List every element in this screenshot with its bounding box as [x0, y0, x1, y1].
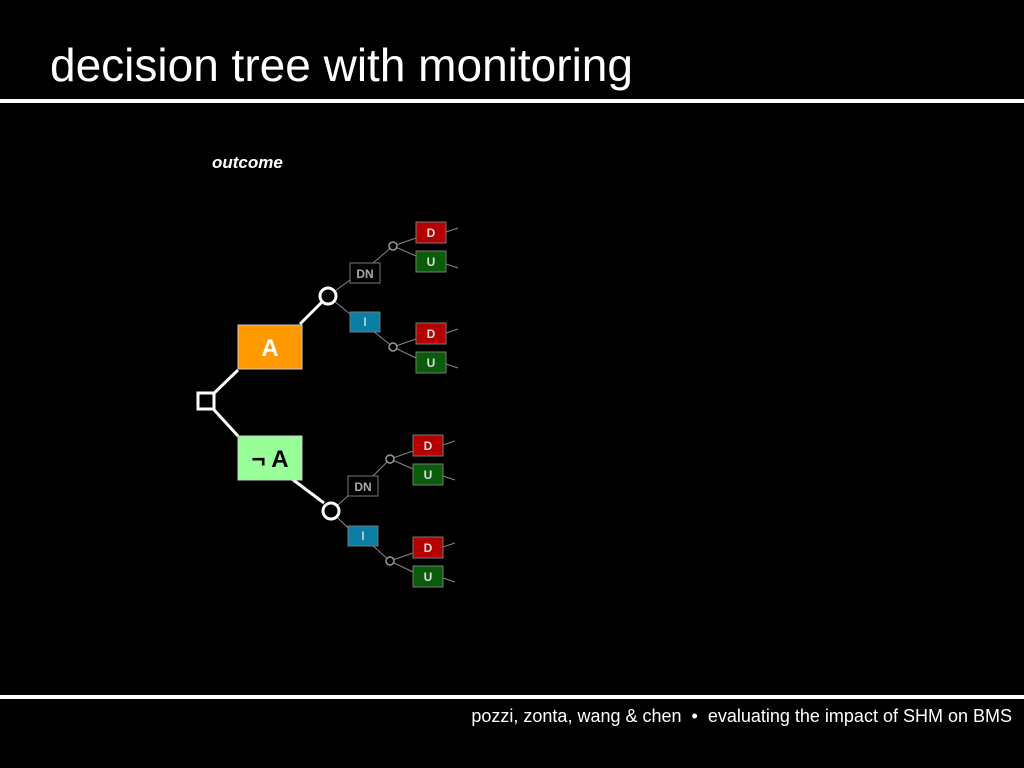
outcome-u-label: U	[427, 255, 436, 269]
outcome-d-label: D	[424, 541, 433, 555]
title-divider	[0, 99, 1024, 103]
branch-a-i-box	[349, 311, 381, 333]
footer-authors: pozzi, zonta, wang & chen	[471, 706, 682, 726]
chance-node-not-a	[321, 501, 341, 521]
outcome-u-label: U	[424, 570, 433, 584]
outcome-d-box	[412, 434, 444, 457]
outcome-tail	[445, 363, 459, 369]
outcome-chance-node	[388, 241, 398, 251]
outcome-u-box	[412, 565, 444, 588]
outcome-chance-node	[388, 342, 398, 352]
branch-a-i-label: I	[363, 315, 366, 329]
outcome-tail	[445, 227, 459, 233]
action-not-a-box	[237, 435, 303, 481]
outcome-d-label: D	[427, 327, 436, 341]
footer-talk-title: evaluating the impact of SHM on BMS	[707, 706, 1012, 726]
action-not-a-label: ¬ A	[251, 446, 288, 473]
branch-not-a-dn-box	[347, 475, 379, 497]
outcome-column-label: outcome	[212, 153, 283, 172]
outcome-tail	[442, 577, 456, 583]
outcome-u-label: U	[427, 356, 436, 370]
root-decision-node	[196, 391, 216, 411]
action-a-box	[237, 324, 303, 370]
outcome-d-box	[415, 322, 447, 345]
action-a-label: A	[261, 335, 278, 362]
outcome-d-box	[412, 536, 444, 559]
outcome-d-box	[415, 221, 447, 244]
outcome-tail	[442, 475, 456, 481]
outcome-tail	[442, 440, 456, 446]
outcome-tail	[442, 542, 456, 548]
branch-a-dn-label: DN	[356, 267, 373, 281]
outcome-d-label: D	[427, 226, 436, 240]
footer-divider	[0, 695, 1024, 699]
outcome-u-box	[415, 351, 447, 374]
footer-separator: •	[691, 706, 698, 726]
branch-not-a-dn-label: DN	[354, 480, 371, 494]
outcome-d-label: D	[424, 439, 433, 453]
branch-not-a-i-box	[347, 525, 379, 547]
outcome-chance-node	[385, 556, 395, 566]
outcome-tail	[445, 263, 459, 269]
outcome-chance-node	[385, 454, 395, 464]
branch-a-dn-box	[349, 262, 381, 284]
outcome-tail	[445, 328, 459, 334]
edge-action-not-a-to-chance	[291, 477, 325, 505]
footer: pozzi, zonta, wang & chen • evaluating the…	[471, 706, 1012, 727]
outcome-u-label: U	[424, 468, 433, 482]
decision-tree-diagram: A ¬ A DN I DN I D U D U D U D U	[196, 221, 459, 588]
outcome-u-box	[415, 250, 447, 273]
slide-title: decision tree with monitoring	[50, 39, 633, 91]
chance-node-a	[318, 286, 338, 306]
branch-not-a-i-label: I	[361, 529, 364, 543]
outcome-u-box	[412, 463, 444, 486]
